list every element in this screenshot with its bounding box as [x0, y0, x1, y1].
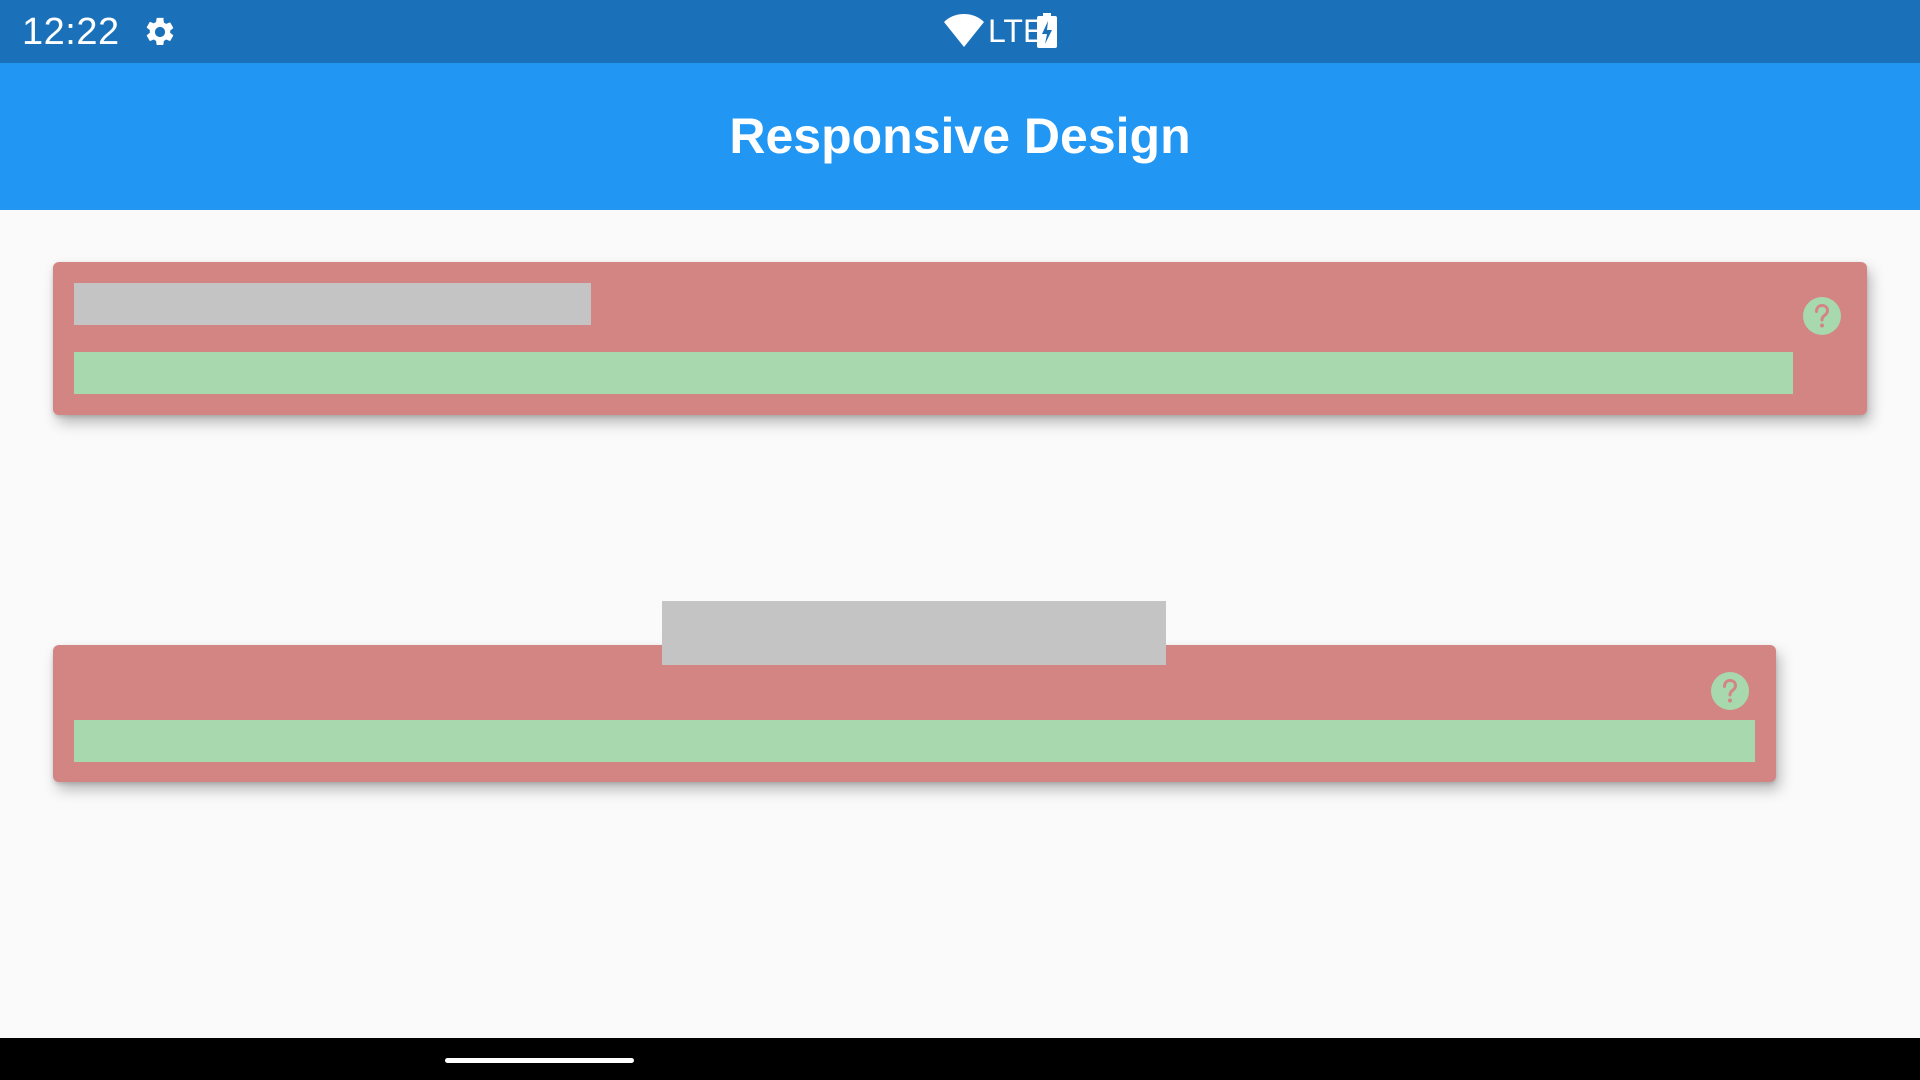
label-placeholder: [662, 601, 1166, 665]
wifi-icon: [944, 14, 984, 47]
home-indicator[interactable]: [445, 1058, 634, 1063]
status-bar: 12:22 LTE: [0, 0, 1920, 63]
responsive-card-narrow: [53, 645, 1776, 782]
gear-icon: [146, 17, 174, 46]
navigation-bar: [0, 1038, 1920, 1080]
title-placeholder: [74, 283, 591, 325]
content-bar: [74, 720, 1755, 762]
page-title: Responsive Design: [729, 108, 1191, 164]
network-type-label: LTE: [988, 13, 1045, 49]
status-time: 12:22: [22, 11, 120, 53]
app-bar: Responsive Design: [0, 63, 1920, 210]
responsive-card-wide: [53, 262, 1867, 415]
content-bar: [74, 352, 1793, 394]
help-circle-icon[interactable]: [1710, 671, 1750, 711]
status-indicators: LTE: [944, 12, 1064, 50]
battery-charging-icon: [1037, 13, 1057, 48]
help-circle-icon[interactable]: [1802, 296, 1842, 336]
